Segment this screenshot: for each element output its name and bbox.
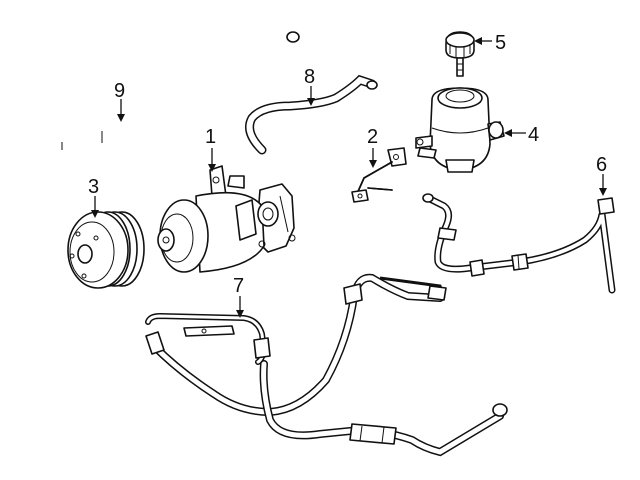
callout-6: 6	[596, 154, 607, 176]
callout-3: 3	[88, 176, 99, 198]
callout-1: 1	[205, 126, 216, 148]
leader-2	[369, 148, 377, 168]
leader-1	[208, 148, 216, 172]
part-5-cap	[445, 31, 475, 77]
part-3-pulley	[67, 211, 145, 289]
leader-5	[474, 37, 492, 45]
leader-4	[504, 129, 526, 137]
leader-7	[236, 296, 244, 318]
part-2-bracket	[351, 147, 407, 203]
part-1-pump	[157, 165, 296, 273]
leader-3	[91, 196, 99, 218]
leader-8	[307, 86, 315, 106]
part-7-hose-assembly	[145, 273, 508, 457]
leader-6	[599, 174, 607, 196]
callout-9: 9	[114, 80, 125, 102]
callout-7: 7	[233, 275, 244, 297]
part-4-reservoir	[415, 87, 505, 173]
part-6-pressure-line	[422, 193, 616, 294]
part-9-return-hose	[30, 28, 300, 158]
leader-9	[117, 99, 125, 122]
part-8-hose	[245, 74, 378, 155]
callout-5: 5	[495, 32, 506, 54]
callout-8: 8	[304, 66, 315, 88]
callout-4: 4	[528, 124, 539, 146]
callout-2: 2	[367, 126, 378, 148]
